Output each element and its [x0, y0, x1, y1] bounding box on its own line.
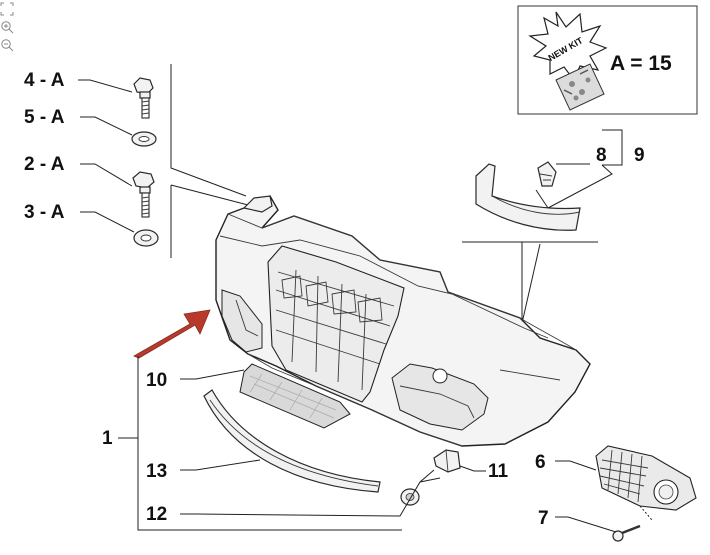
bolt-2-icon: [132, 171, 155, 218]
callout-7: 7: [538, 508, 549, 529]
washer-5-icon: [131, 131, 157, 147]
callout-labels: 4 - A 5 - A 2 - A 3 - A 8 9 10 1 13 11 6…: [24, 70, 645, 529]
callout-8: 8: [596, 145, 607, 166]
callout-12: 12: [146, 504, 167, 525]
callout-3-a: 3 - A: [24, 202, 65, 223]
callout-5-a: 5 - A: [24, 107, 65, 128]
lower-mesh-grille: [239, 363, 351, 429]
fastener-leaders: [78, 64, 249, 258]
callout-2-a: 2 - A: [24, 154, 65, 175]
plug-cap-icon: [400, 488, 420, 506]
callout-13: 13: [146, 461, 167, 482]
kit-bag-icon: [555, 63, 605, 111]
callout-1: 1: [102, 428, 113, 449]
fit-page-icon[interactable]: [0, 2, 14, 16]
kit-box: NEW KIT A = 15: [517, 5, 698, 115]
bolt-4-icon: [133, 77, 154, 119]
zoom-in-icon[interactable]: [0, 20, 14, 34]
callout-6: 6: [535, 452, 546, 473]
callout-4-a: 4 - A: [24, 70, 65, 91]
callout-10: 10: [146, 370, 167, 391]
pointer-arrow: [133, 309, 211, 359]
callout-11: 11: [488, 461, 509, 482]
retaining-clip-icon: [537, 161, 557, 187]
kit-quantity-label: A = 15: [610, 52, 672, 75]
lower-spoiler-strip: [203, 389, 381, 493]
zoom-out-icon[interactable]: [0, 38, 14, 52]
trim-leaders: [462, 129, 623, 333]
callout-9: 9: [634, 145, 645, 166]
lower-leaders: [118, 356, 653, 533]
fog-lamp-grille: [595, 445, 697, 511]
zoom-toolbar: [0, 2, 16, 56]
upper-trim-strip: [475, 163, 581, 231]
screw-icon: [612, 524, 641, 542]
front-bumper: [215, 195, 591, 447]
bracket-clip-icon: [433, 449, 461, 473]
washer-3-icon: [133, 229, 159, 247]
